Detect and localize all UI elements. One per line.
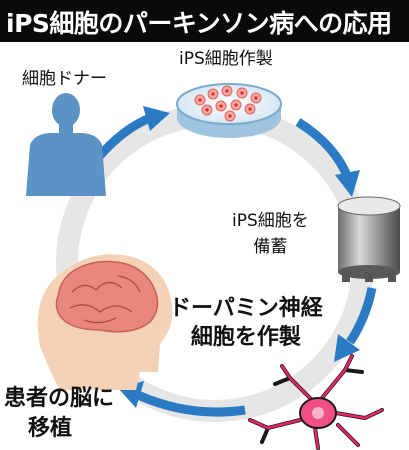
person-silhouette-icon <box>26 93 106 196</box>
arrow-storage-to-neuron <box>346 287 377 345</box>
step-dopamine-label: ドーパミン神経 細胞を作製 <box>169 294 323 352</box>
arrow-dish-to-storage-head <box>335 170 360 197</box>
step-manufacture-label: iPS細胞作製 <box>179 49 273 69</box>
step-storage-line-2: 備蓄 <box>253 237 288 257</box>
neuron-icon <box>248 354 384 450</box>
step-dopamine-line-2: 細胞を作製 <box>190 325 301 350</box>
petri-dish-icon <box>176 83 282 138</box>
arrow-dish-to-storage <box>295 118 353 180</box>
step-transplant-label: 患者の脳に 移植 <box>4 384 114 444</box>
step-transplant-line-2: 移植 <box>28 416 73 441</box>
step-transplant-line-1: 患者の脳に <box>4 386 115 411</box>
step-dopamine-line-1: ドーパミン神経 <box>169 296 323 321</box>
step-storage-label: iPS細胞を 備蓄 <box>232 208 309 260</box>
brain-head-icon <box>37 254 173 390</box>
title-bar <box>0 0 409 42</box>
arrow-neuron-to-brain <box>136 390 246 417</box>
step-donor-label: 細胞ドナー <box>22 69 107 89</box>
arrow-storage-to-neuron-head <box>334 334 360 362</box>
storage-tank-icon <box>337 196 401 282</box>
arrow-donor-to-dish-head <box>143 106 170 131</box>
page-title: iPS細胞のパーキンソン病への応用 <box>6 9 392 38</box>
cycle-arrows <box>88 106 377 417</box>
step-storage-line-1: iPS細胞を <box>232 211 309 231</box>
